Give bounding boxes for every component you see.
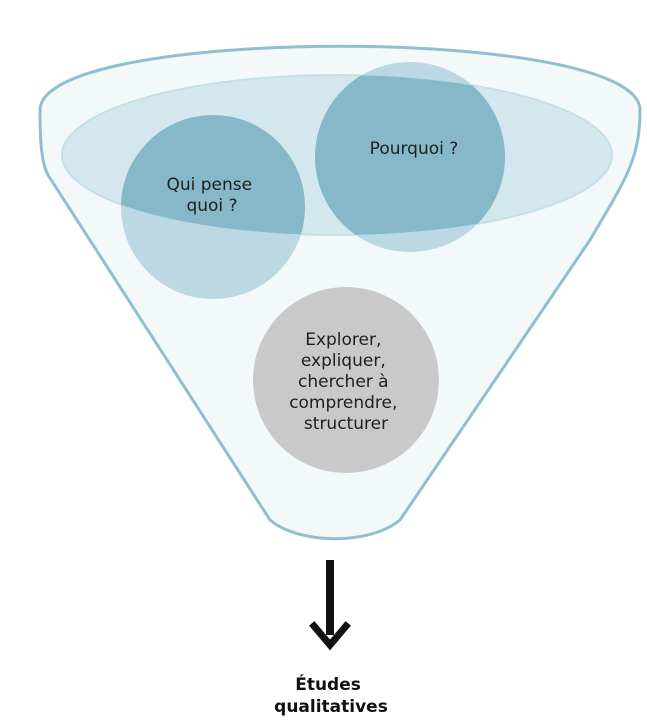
qui-pense-quoi-line-1: Qui pense: [166, 175, 252, 195]
explorer-line-3: chercher à: [298, 372, 389, 392]
svg-text:Pourquoi ?: Pourquoi ?: [370, 139, 459, 159]
down-arrow-icon: [309, 560, 351, 651]
output-label: Études qualitatives: [274, 673, 388, 717]
explorer-line-2: expliquer,: [301, 351, 386, 371]
explorer-line-5: structurer: [304, 414, 388, 434]
explorer-line-1: Explorer,: [305, 330, 381, 350]
output-line-2: qualitatives: [274, 697, 388, 717]
qui-pense-quoi-line-2: quoi ?: [186, 196, 237, 216]
output-line-1: Études: [295, 673, 361, 695]
circle-explorer: Explorer, expliquer, chercher à comprend…: [253, 287, 439, 473]
circle-pourquoi: Pourquoi ?: [315, 62, 505, 252]
pourquoi-line-1: Pourquoi ?: [370, 139, 459, 159]
explorer-line-4: comprendre,: [289, 393, 397, 413]
circle-qui-pense-quoi: Qui pense quoi ?: [121, 115, 305, 299]
svg-text:Explorer, expliquer,: Explorer, expliquer, chercher à comprend…: [289, 330, 403, 434]
svg-text:Qui pense quoi ?: Qui pense quoi ?: [166, 175, 257, 216]
